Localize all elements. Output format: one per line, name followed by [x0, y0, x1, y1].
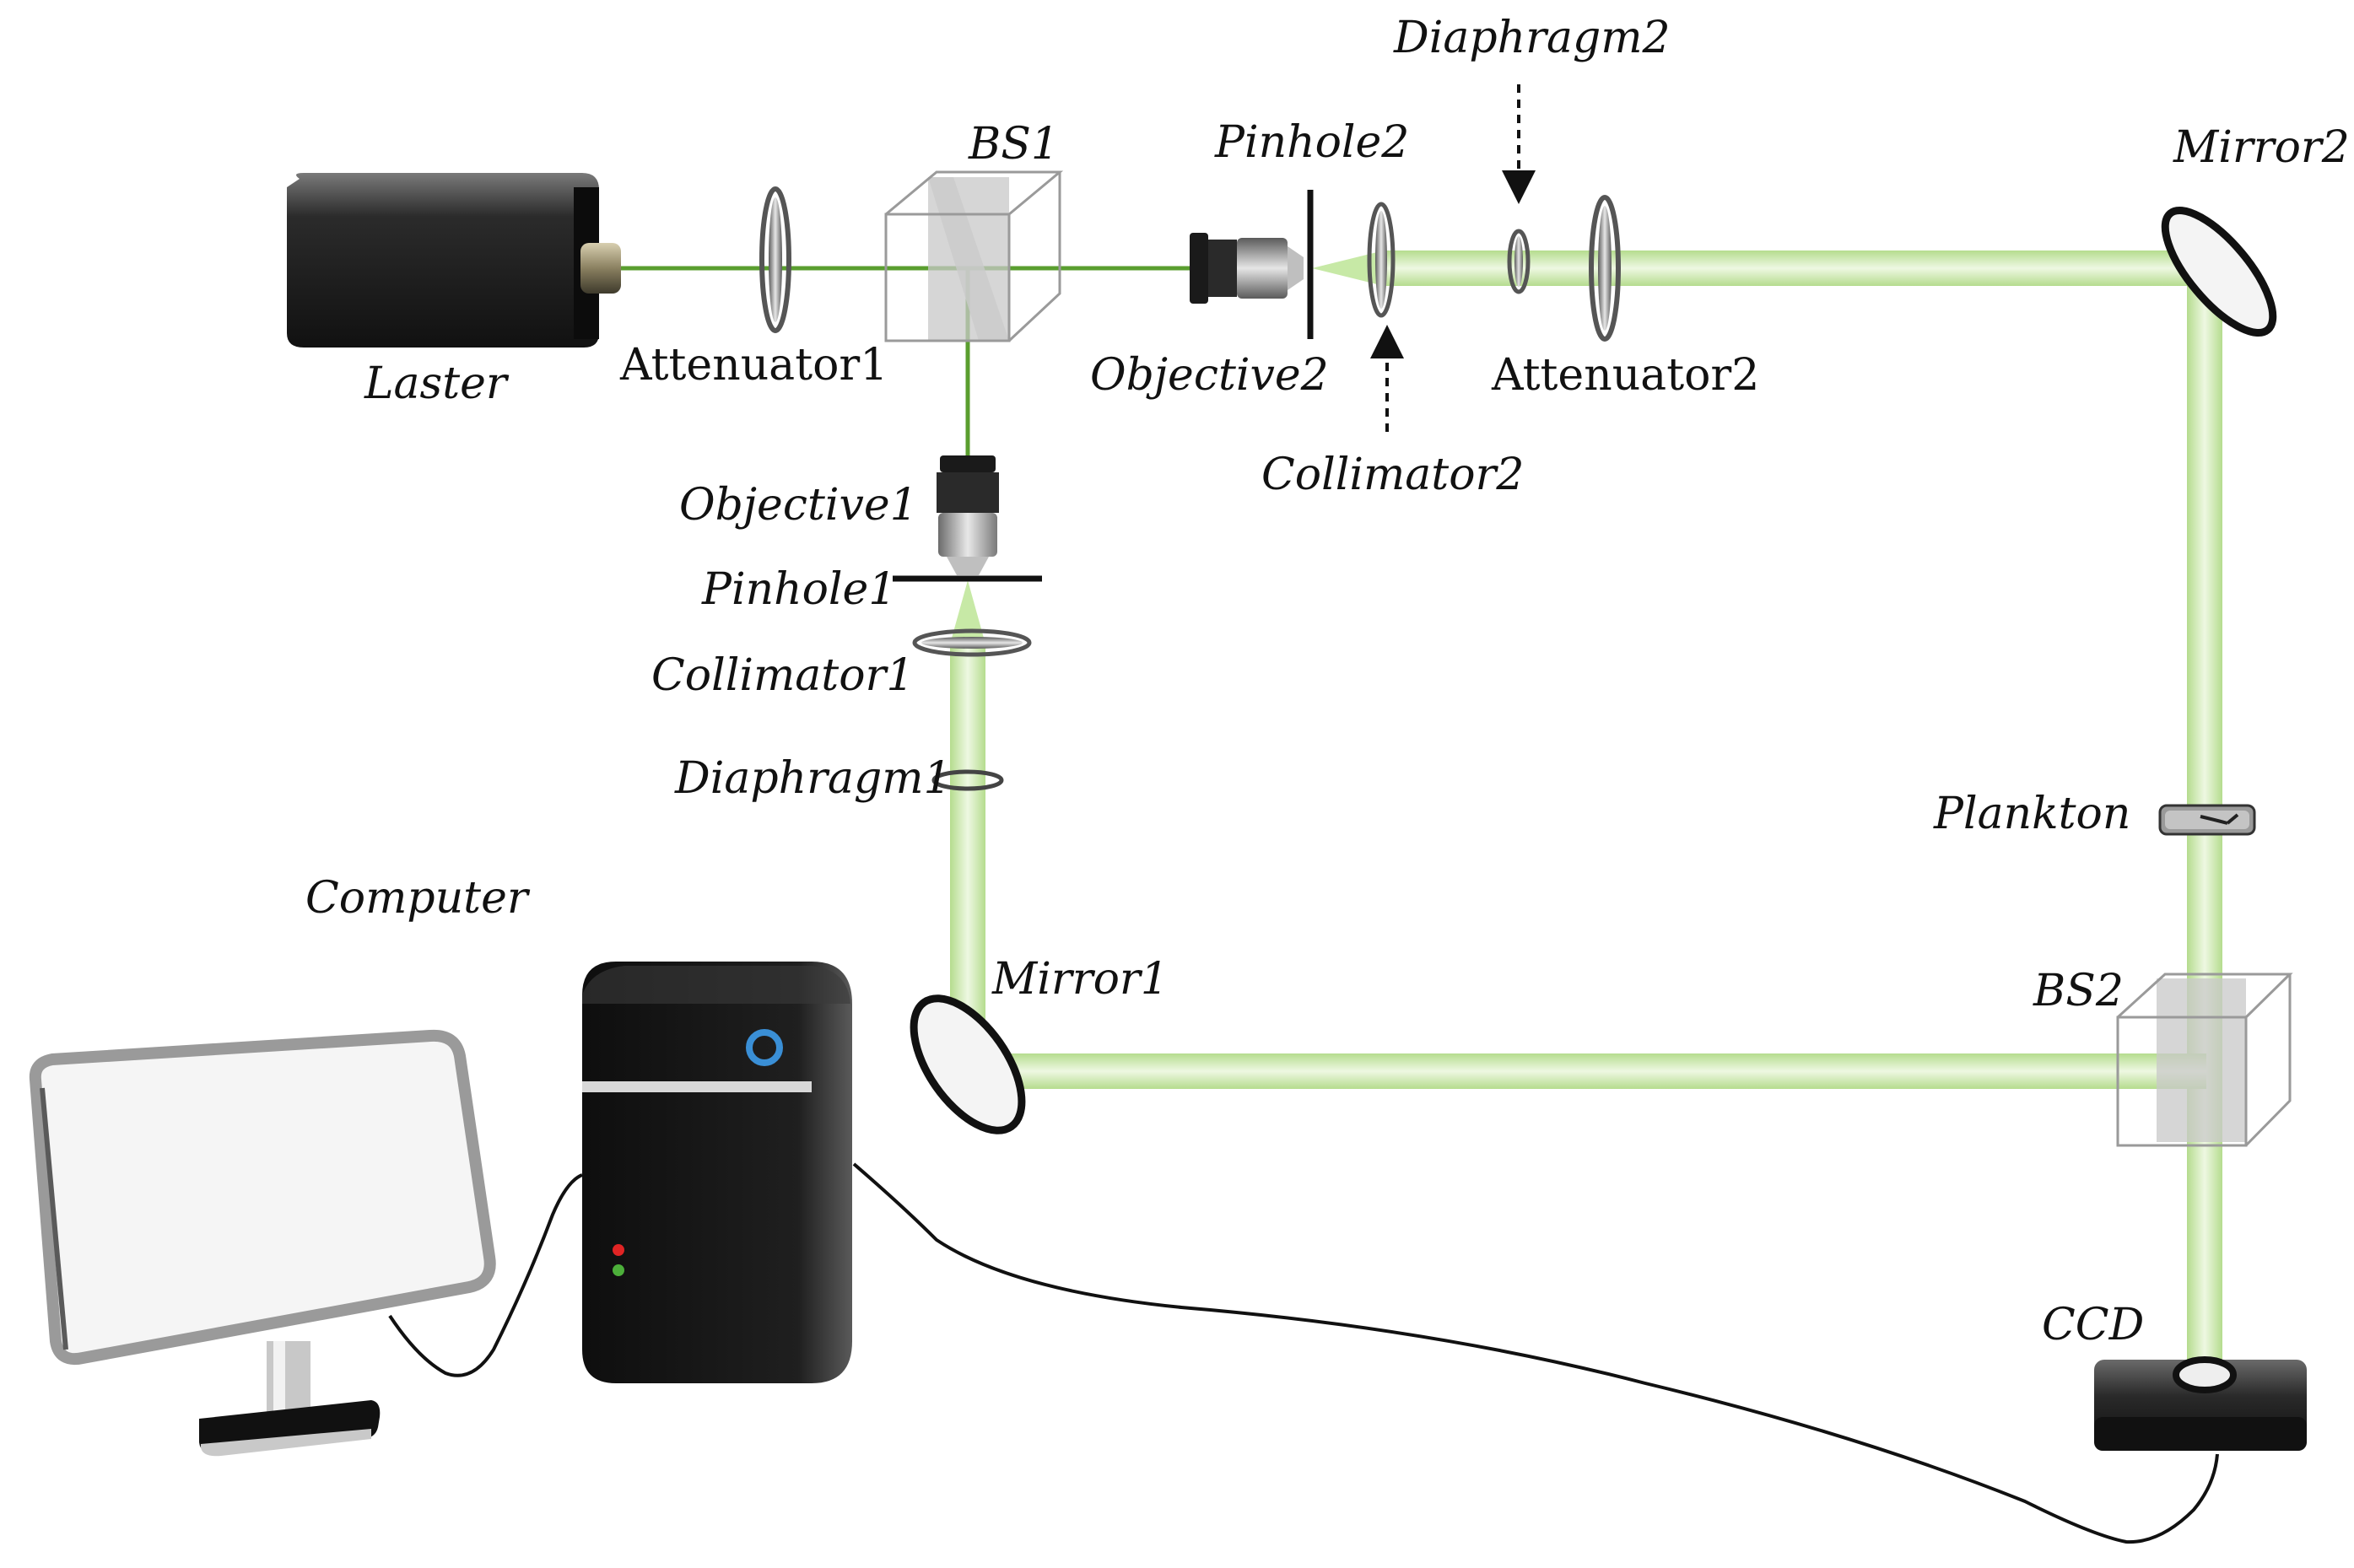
label-attenuator1: Attenuator1	[619, 340, 888, 391]
label-mirror2: Mirror2	[2173, 122, 2350, 173]
mirror1-icon	[910, 994, 1026, 1134]
reference-beam-cone	[951, 580, 985, 641]
diaphragm2-icon	[1507, 229, 1531, 294]
ccd-camera-icon	[2094, 1356, 2307, 1451]
objective2-icon	[1190, 233, 1304, 304]
label-bs1: BS1	[968, 119, 1059, 170]
label-bs2: BS2	[2033, 966, 2124, 1016]
attenuator1-lens-icon	[759, 186, 791, 333]
monitor-cable	[388, 1173, 583, 1377]
plankton-sample-icon	[2158, 804, 2256, 836]
label-attenuator2: Attenuator2	[1491, 350, 1759, 401]
computer-tower-icon	[582, 962, 852, 1383]
label-objective1: Objective1	[679, 480, 918, 531]
collimator1-lens-icon	[912, 628, 1032, 657]
bs1-beam-splitter-icon	[884, 170, 1064, 342]
beam-paths	[620, 251, 2222, 1373]
label-mirror1: Mirror1	[991, 954, 1169, 1005]
label-diaphragm2: Diaphragm2	[1393, 13, 1671, 63]
label-diaphragm1: Diaphragm1	[674, 753, 952, 804]
label-computer: Computer	[305, 873, 531, 924]
label-collimator2: Collimator2	[1261, 450, 1524, 500]
label-objective2: Objective2	[1090, 350, 1329, 401]
label-plankton: Plankton	[1933, 789, 2130, 839]
object-beam-cone	[1312, 251, 1380, 285]
object-beam-horizontal	[1380, 251, 2190, 286]
mirror2-icon	[2161, 206, 2277, 337]
attenuator2-lens-icon	[1589, 195, 1621, 342]
objective1-icon	[937, 455, 999, 575]
label-collimator1: Collimator1	[651, 650, 914, 701]
bs2-beam-splitter-icon	[2116, 973, 2293, 1147]
label-ccd: CCD	[2042, 1300, 2144, 1350]
diaphragm1-icon	[931, 769, 1004, 791]
label-pinhole1: Pinhole1	[701, 564, 896, 615]
laser-icon	[287, 173, 621, 348]
collimator2-lens-icon	[1367, 202, 1396, 318]
monitor-icon	[29, 1029, 496, 1457]
label-pinhole2: Pinhole2	[1214, 117, 1409, 168]
cables	[388, 1162, 2219, 1544]
label-laser: Laster	[364, 358, 510, 409]
reference-beam-horizontal	[1004, 1053, 2206, 1089]
ccd-cable	[852, 1162, 2219, 1544]
